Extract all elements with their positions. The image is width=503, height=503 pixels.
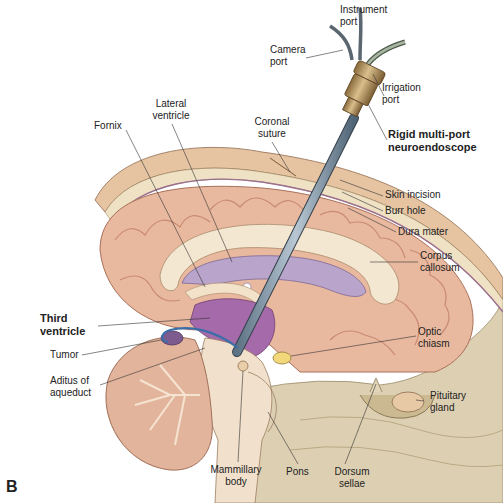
part-label: Aditus of aqueduct: [50, 375, 102, 399]
leader-lines: [82, 50, 424, 464]
part-label: Pons: [286, 466, 326, 478]
part-label: Mammillary body: [205, 464, 267, 488]
arbor-vitae: [135, 365, 200, 445]
flexible-instrument: [162, 328, 238, 348]
figure-letter: B: [6, 478, 36, 496]
part-label: Dorsum sellae: [330, 466, 374, 490]
part-label: Dura mater: [398, 226, 488, 238]
part-label: Fornix: [94, 120, 154, 132]
endoscope-head: [336, 60, 386, 120]
irrigation-tube: [368, 42, 405, 64]
dorsum-sellae: [370, 378, 382, 392]
part-label: Irrigation port: [382, 82, 432, 106]
part-label: Coronal suture: [250, 116, 294, 140]
bone-texture: [300, 417, 503, 438]
pituitary-gland: [392, 392, 424, 412]
instrument-port: [358, 8, 362, 60]
part-label: Lateral ventricle: [146, 98, 196, 122]
part-label: Corpus callosum: [420, 250, 468, 274]
irrigation-port: [368, 42, 405, 64]
cerebellum: [106, 337, 212, 470]
part-label: Camera port: [270, 44, 312, 68]
gyri-pattern: [115, 198, 449, 355]
endoscope-shaft-outline: [237, 118, 354, 352]
part-label: Third ventricle: [40, 312, 98, 338]
part-label: Optic chiasm: [418, 326, 462, 350]
part-label: Burr hole: [385, 205, 475, 217]
part-label: Pituitary gland: [430, 390, 480, 414]
part-label: Rigid multi-port neuroendoscope: [388, 128, 488, 154]
mammillary-body: [238, 361, 248, 371]
optic-chiasm: [273, 352, 291, 364]
endoscope-shaft: [237, 118, 354, 352]
bone-texture: [290, 447, 503, 467]
pons-outline: [248, 372, 276, 432]
camera-port: [330, 26, 352, 60]
part-label: Instrument port: [340, 4, 395, 28]
part-label: Skin incision: [385, 189, 475, 201]
part-label: Tumor: [50, 349, 110, 361]
